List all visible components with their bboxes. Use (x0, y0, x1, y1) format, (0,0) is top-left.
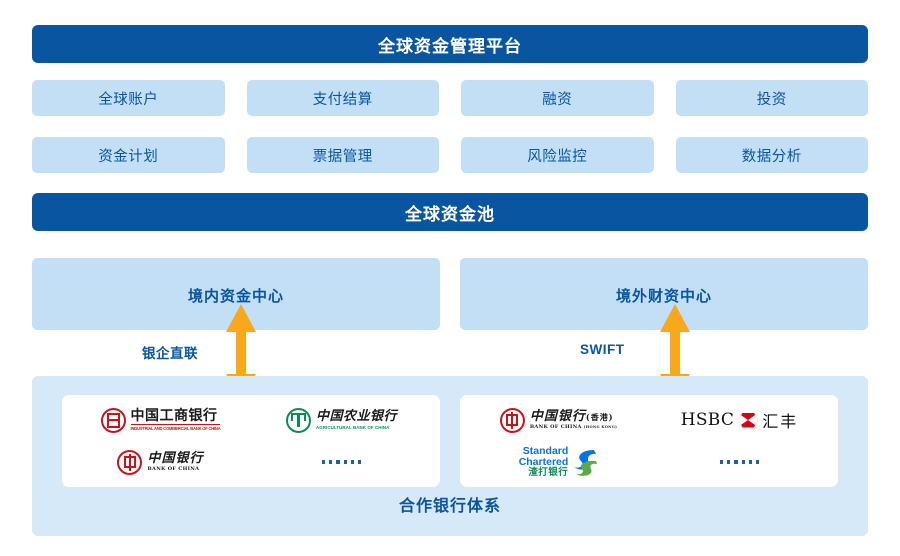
ellipsis-dots-icon (719, 460, 760, 464)
module-data-analysis[interactable]: 数据分析 (675, 137, 868, 173)
abc-name-cn: 中国农业银行 (315, 409, 397, 425)
connector-label-bank-direct-link: 银企直联 (142, 346, 198, 361)
module-payment-settlement[interactable]: 支付结算 (246, 80, 439, 116)
domestic-fund-center-label: 境内资金中心 (187, 288, 284, 305)
boc-hk-name-cn-suffix: (香港) (585, 412, 614, 422)
global-fund-pool-title: 全球资金池 (405, 204, 495, 224)
overseas-treasury-center-label: 境外财资中心 (615, 288, 712, 305)
boc-logo: 中国银行 BANK OF CHINA (117, 449, 204, 475)
overseas-treasury-center[interactable]: 境外财资中心 (460, 258, 868, 330)
icbc-name-en: INDUSTRIAL AND COMMERCIAL BANK OF CHINA (130, 425, 221, 431)
partner-bank-system-label: 合作银行体系 (398, 498, 501, 515)
boc-hk-mark-icon (499, 407, 525, 433)
icbc-logo: 中国工商银行 INDUSTRIAL AND COMMERCIAL BANK OF… (100, 407, 221, 433)
global-fund-pool-banner: 全球资金池 (32, 193, 868, 231)
connector-domestic: 银企直联 (32, 304, 440, 402)
boc-mark-icon (117, 449, 143, 475)
hsbc-name-en: HSBC (680, 410, 735, 430)
hsbc-logo: HSBC 汇丰 (681, 408, 799, 432)
module-financing[interactable]: 融资 (461, 80, 654, 116)
platform-banner: 全球资金管理平台 (32, 25, 868, 63)
boc-hk-name-en: BANK OF CHINA (529, 424, 582, 430)
abc-logo: 中国农业银行 AGRICULTURAL BANK OF CHINA (285, 407, 397, 433)
sc-name-line2: Chartered (518, 455, 569, 468)
domestic-bank-card: 中国工商银行 INDUSTRIAL AND COMMERCIAL BANK OF… (62, 395, 440, 487)
centers-row: 境内资金中心 境外财资中心 (32, 258, 868, 330)
standard-chartered-logo: Standard Chartered 渣打银行 (518, 444, 599, 479)
icbc-mark-icon (100, 407, 126, 433)
module-investment[interactable]: 投资 (675, 80, 868, 116)
boc-name-cn: 中国银行 (147, 451, 204, 466)
connector-overseas: SWIFT (460, 304, 868, 402)
abc-name-en: AGRICULTURAL BANK OF CHINA (315, 424, 390, 430)
ellipsis-dots-icon (321, 460, 362, 464)
module-global-account[interactable]: 全球账户 (32, 80, 225, 116)
abc-mark-icon (285, 407, 311, 433)
hsbc-name-cn: 汇丰 (762, 412, 799, 431)
bank-cards: 中国工商银行 INDUSTRIAL AND COMMERCIAL BANK OF… (62, 395, 838, 487)
hsbc-hexagon-icon (738, 412, 759, 428)
connector-label-swift: SWIFT (580, 342, 625, 357)
icbc-name-cn: 中国工商银行 (130, 409, 221, 426)
boc-hk-name-en-suffix: (HONG KONG) (583, 425, 618, 429)
sc-name-cn: 渣打银行 (528, 467, 569, 479)
boc-name-en: BANK OF CHINA (147, 466, 200, 472)
module-bill-management[interactable]: 票据管理 (246, 137, 439, 173)
sc-name-line1: Standard (522, 444, 569, 457)
boc-hongkong-logo: 中国银行(香港) BANK OF CHINA (HONG KONG) (499, 407, 618, 433)
overseas-bank-card: 中国银行(香港) BANK OF CHINA (HONG KONG) HSBC … (460, 395, 838, 487)
module-risk-monitoring[interactable]: 风险监控 (461, 137, 654, 173)
module-fund-plan[interactable]: 资金计划 (32, 137, 225, 173)
module-grid: 全球账户 支付结算 融资 投资 资金计划 票据管理 风险监控 数据分析 (32, 80, 868, 173)
partner-bank-band: 中国工商银行 INDUSTRIAL AND COMMERCIAL BANK OF… (32, 376, 868, 536)
boc-hk-name-cn: 中国银行 (529, 409, 586, 424)
standard-chartered-mark-icon (574, 450, 598, 476)
platform-banner-title: 全球资金管理平台 (378, 36, 522, 56)
connectors-row: 银企直联 SWIFT (32, 304, 868, 402)
